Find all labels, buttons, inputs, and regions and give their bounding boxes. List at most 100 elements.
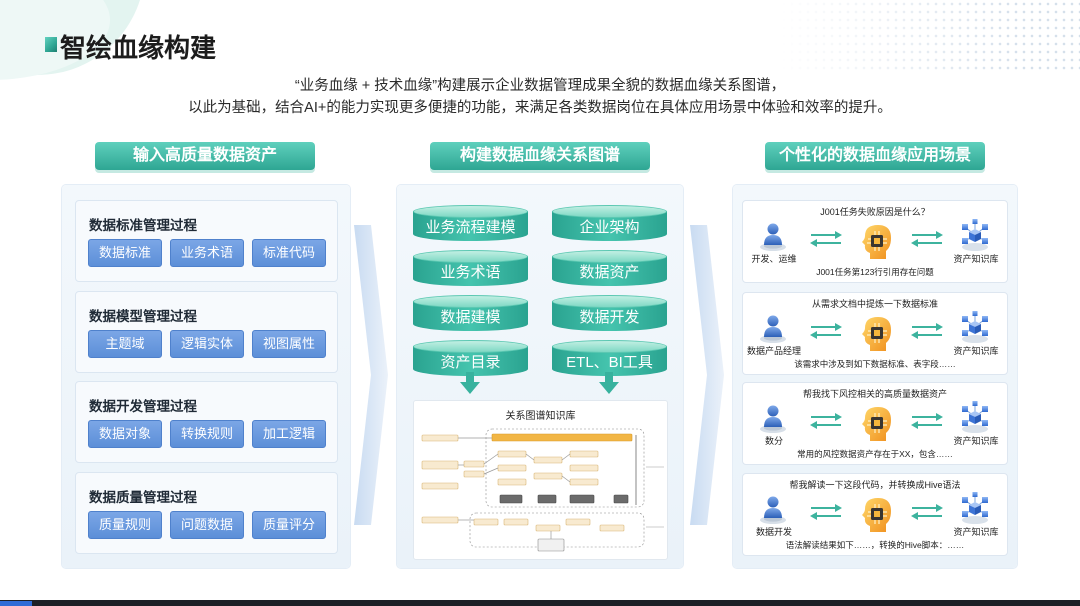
cylinder-top <box>552 250 667 263</box>
subtitle-line: “业务血缘 + 技术血缘”构建展示企业数据管理成果全貌的数据血缘关系图谱， <box>294 78 786 94</box>
cylinder-label: 企业架构 <box>579 219 640 236</box>
double-arrow-icon <box>910 321 944 341</box>
business-layer-cylinder: 业务术语 <box>413 250 528 286</box>
cylinder-top <box>552 205 667 218</box>
cylinder-label: 数据开发 <box>579 309 640 326</box>
kb-edge <box>561 453 571 461</box>
ai-brain-icon <box>857 314 897 354</box>
knowledge-base-label: 资产知识库 <box>953 254 999 264</box>
asset-tag: 数据标准 <box>88 239 162 267</box>
chevron-right-icon <box>354 225 388 525</box>
cylinder-label: 业务术语 <box>440 264 501 281</box>
scenario-card: J001任务失败原因是什么？ 开发、运维 资产知识库 J001任务第123行引用… <box>742 200 1008 283</box>
screen-bottom-edge <box>0 600 1080 606</box>
asset-tag: 视图属性 <box>252 330 326 358</box>
scenario-role: 数据产品经理 <box>746 346 801 356</box>
double-arrow-icon <box>910 229 944 249</box>
kb-inner-node <box>569 478 599 486</box>
input-column-header: 输入高质量数据资产 <box>95 142 315 170</box>
kb-edge <box>561 475 571 483</box>
kb-lower-node <box>473 518 499 526</box>
scenario-answer: 常用的风控数据资产存在于XX，包含…… <box>797 449 953 459</box>
process-group-standard: 数据标准管理过程 数据标准 业务术语 标准代码 <box>75 200 338 282</box>
knowledge-graph-box: 关系图谱知识库 <box>413 400 668 560</box>
knowledge-base-label: 资产知识库 <box>953 436 999 446</box>
double-arrow-icon <box>910 411 944 431</box>
asset-tag: 逻辑实体 <box>170 330 244 358</box>
build-panel: 业务流程建模 业务术语 数据建模 资产目录 企业架构 数据资产 数据开发 E <box>397 185 683 568</box>
scenario-column-header: 个性化的数据血缘应用场景 <box>765 142 985 170</box>
kb-edge <box>483 467 499 475</box>
cylinder-top <box>413 205 528 218</box>
input-panel: 数据标准管理过程 数据标准 业务术语 标准代码 数据模型管理过程 主题域 逻辑实… <box>62 185 350 568</box>
process-group-title: 数据模型管理过程 <box>89 309 197 324</box>
kb-inner-node <box>569 464 599 472</box>
scenario-question: 从需求文档中提炼一下数据标准 <box>811 299 938 309</box>
asset-tag: 加工逻辑 <box>252 420 326 448</box>
scenario-panel: J001任务失败原因是什么？ 开发、运维 资产知识库 J001任务第123行引用… <box>733 185 1017 568</box>
cylinder-label: 数据资产 <box>579 264 640 281</box>
technical-layer-cylinder: ETL、BI工具 <box>552 340 667 376</box>
kb-inner-node <box>533 456 563 464</box>
process-group-title: 数据开发管理过程 <box>89 399 197 414</box>
kb-inner-node <box>497 464 527 472</box>
scenario-role: 数据开发 <box>755 527 792 537</box>
kb-source-node <box>421 482 459 490</box>
kb-inner-node <box>533 472 563 480</box>
kb-region-main <box>485 428 645 508</box>
asset-tag: 转换规则 <box>170 420 244 448</box>
chevron-right-icon <box>690 225 724 525</box>
technical-layer-cylinder: 企业架构 <box>552 205 667 241</box>
kb-bottom-node <box>537 538 565 552</box>
kb-table-node <box>537 494 557 504</box>
process-group-development: 数据开发管理过程 数据对象 转换规则 加工逻辑 <box>75 381 338 463</box>
cylinder-label: 业务流程建模 <box>425 219 516 236</box>
user-icon <box>757 220 789 252</box>
kb-table-node <box>613 494 629 504</box>
kb-source-node <box>421 460 459 470</box>
cylinder-label: 资产目录 <box>440 354 501 371</box>
double-arrow-icon <box>809 502 843 522</box>
scenario-question: 帮我找下风控相关的高质量数据资产 <box>802 389 947 399</box>
kb-link-node <box>463 470 485 478</box>
cylinder-label: ETL、BI工具 <box>566 354 653 371</box>
scenario-card: 帮我解读一下这段代码，并转换成Hive语法 数据开发 资产知识库 语法解读结果如… <box>742 473 1008 556</box>
business-layer-cylinder: 数据建模 <box>413 295 528 331</box>
double-arrow-icon <box>809 411 843 431</box>
knowledge-base-icon <box>958 218 992 252</box>
subtitle-line: 以此为基础，结合AI+的能力实现更多便捷的功能，来满足各类数据岗位在具体应用场景… <box>188 100 892 116</box>
kb-table-node <box>569 494 595 504</box>
asset-tag: 业务术语 <box>170 239 244 267</box>
cylinder-label: 数据建模 <box>440 309 501 326</box>
scenario-card: 从需求文档中提炼一下数据标准 数据产品经理 资产知识库 该需求中涉及到如下数据标… <box>742 292 1008 375</box>
kb-edge <box>525 453 535 461</box>
double-arrow-icon <box>910 502 944 522</box>
cylinder-top <box>413 250 528 263</box>
arrow-down-icon <box>598 372 620 394</box>
asset-tag: 主题域 <box>88 330 162 358</box>
knowledge-base-icon <box>958 310 992 344</box>
ai-brain-icon <box>857 495 897 535</box>
process-group-quality: 数据质量管理过程 质量规则 问题数据 质量评分 <box>75 472 338 554</box>
knowledge-base-icon <box>958 400 992 434</box>
user-icon <box>757 312 789 344</box>
kb-source-node <box>421 434 459 442</box>
asset-tag: 数据对象 <box>88 420 162 448</box>
kb-lower-node <box>535 524 561 532</box>
double-arrow-icon <box>809 321 843 341</box>
screen-bottom-edge-accent <box>0 601 32 606</box>
scenario-role: 数分 <box>764 436 783 446</box>
cylinder-top <box>552 340 667 353</box>
asset-tag: 问题数据 <box>170 511 244 539</box>
slide-subtitle: “业务血缘 + 技术血缘”构建展示企业数据管理成果全貌的数据血缘关系图谱， 以此… <box>0 75 1080 119</box>
kb-lower-node <box>599 524 625 532</box>
user-icon <box>757 493 789 525</box>
ai-brain-icon <box>857 404 897 444</box>
process-group-title: 数据质量管理过程 <box>89 490 197 505</box>
knowledge-graph-diagram <box>421 428 664 552</box>
technical-layer-cylinder: 数据开发 <box>552 295 667 331</box>
scenario-answer: 语法解读结果如下……，转换的Hive脚本：…… <box>785 540 965 550</box>
square-marker-icon <box>45 37 57 52</box>
user-icon <box>757 402 789 434</box>
